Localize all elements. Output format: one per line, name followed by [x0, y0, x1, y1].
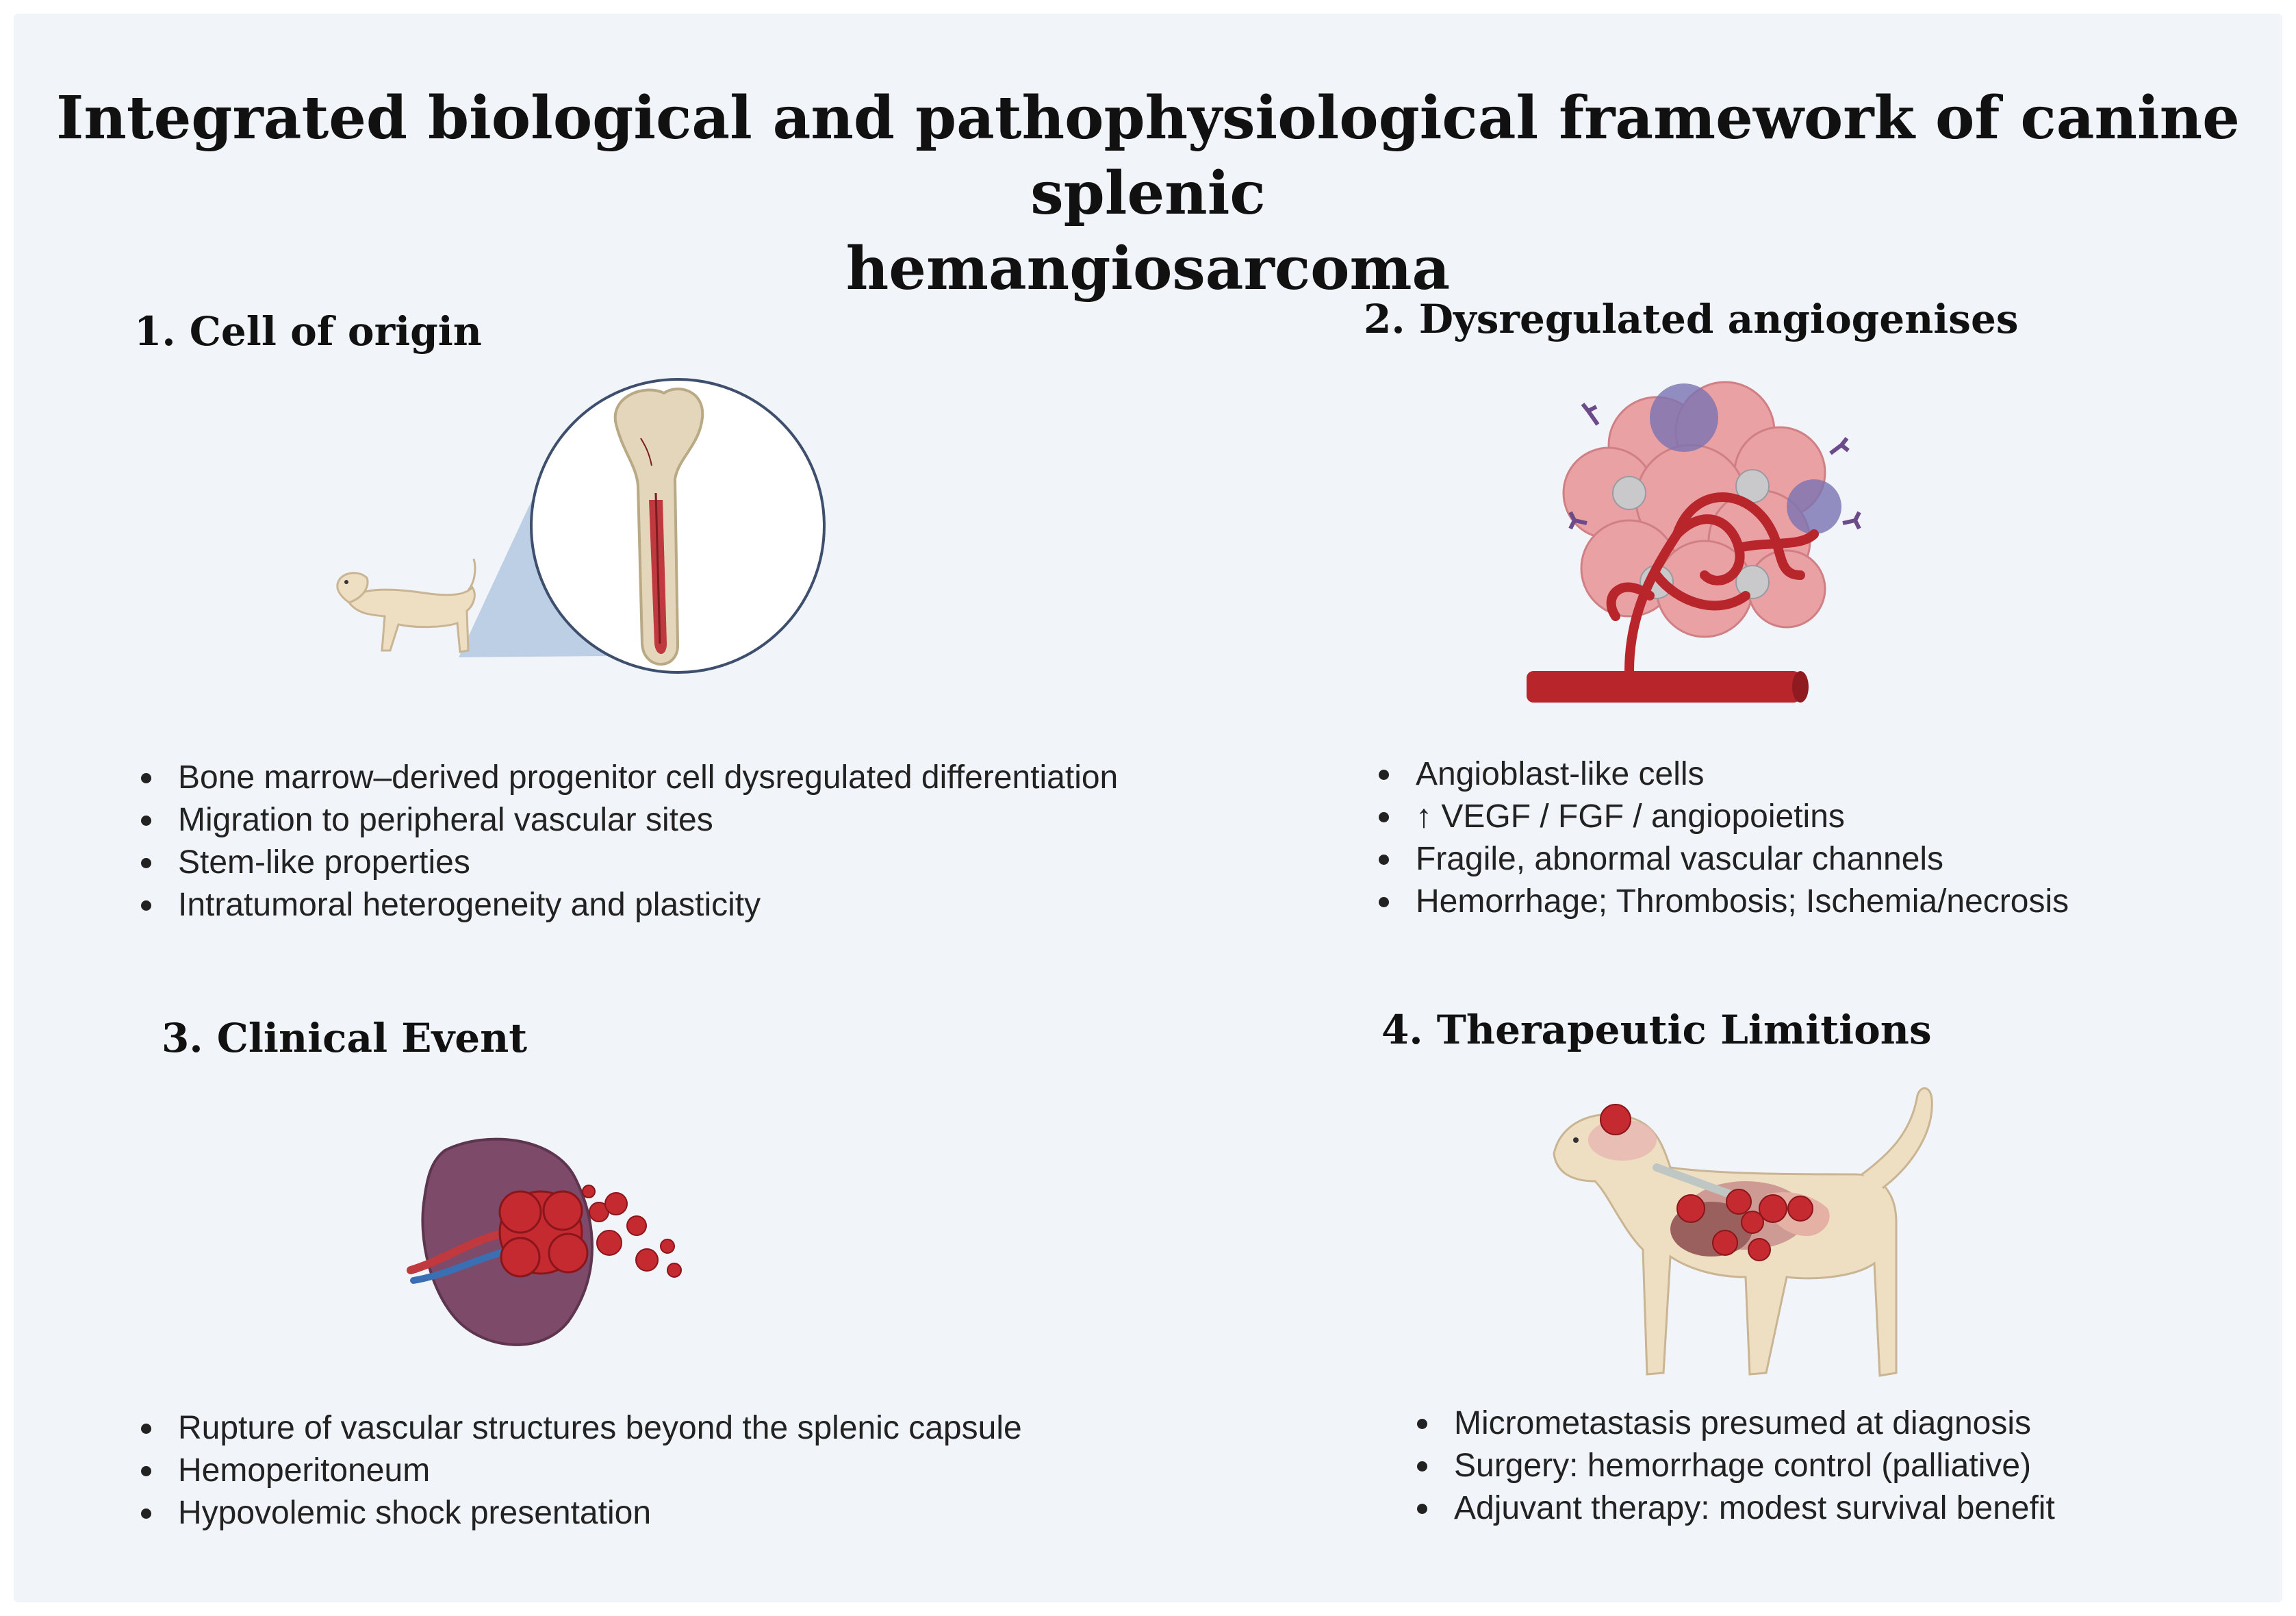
section-4-bullet-3: Adjuvant therapy: modest survival benefi…: [1413, 1487, 2055, 1530]
section-4-bullet-1: Micrometastasis presumed at diagnosis: [1413, 1402, 2055, 1445]
tumor-angiogenesis-icon: [1527, 381, 1861, 703]
dog-metastasis-icon: [1553, 1087, 1933, 1377]
section-3-heading: 3. Clinical Event: [162, 1015, 528, 1061]
title-line-2: hemangiosarcoma: [845, 234, 1451, 303]
section-2-bullet-3: Fragile, abnormal vascular channels: [1375, 838, 2069, 881]
section-1-bullet-4: Intratumoral heterogeneity and plasticit…: [137, 884, 1118, 926]
section-3-bullet-1: Rupture of vascular structures beyond th…: [137, 1407, 1022, 1450]
section-4-bullet-2: Surgery: hemorrhage control (palliative): [1413, 1445, 2055, 1487]
diagram-panel: [14, 14, 2282, 1602]
section-1-bullet-2: Migration to peripheral vascular sites: [137, 799, 1118, 842]
section-1-bullets: Bone marrow–derived progenitor cell dysr…: [137, 757, 1118, 926]
ruptured-spleen-icon: [407, 1137, 682, 1346]
section-2-bullet-4: Hemorrhage; Thrombosis; Ischemia/necrosi…: [1375, 881, 2069, 923]
section-1-heading: 1. Cell of origin: [134, 308, 482, 355]
section-1-bullet-1: Bone marrow–derived progenitor cell dysr…: [137, 757, 1118, 799]
section-2-heading: 2. Dysregulated angiogenises: [1364, 296, 2019, 342]
section-3-bullet-3: Hypovolemic shock presentation: [137, 1492, 1022, 1535]
section-2-bullet-2: ↑ VEGF / FGF / angiopoietins: [1375, 796, 2069, 838]
section-3-bullet-2: Hemoperitoneum: [137, 1450, 1022, 1492]
section-4-bullets: Micrometastasis presumed at diagnosis Su…: [1413, 1402, 2055, 1530]
diagram-title: Integrated biological and pathophysiolog…: [0, 81, 2296, 307]
section-2-bullets: Angioblast-like cells ↑ VEGF / FGF / ang…: [1375, 753, 2069, 923]
section-3-bullets: Rupture of vascular structures beyond th…: [137, 1407, 1022, 1535]
section-4-heading: 4. Therapeutic Limitions: [1381, 1007, 1932, 1053]
section-1-bullet-3: Stem-like properties: [137, 842, 1118, 884]
dog-bone-marrow-icon: [336, 378, 826, 674]
title-line-1: Integrated biological and pathophysiolog…: [56, 84, 2240, 228]
section-2-bullet-1: Angioblast-like cells: [1375, 753, 2069, 796]
